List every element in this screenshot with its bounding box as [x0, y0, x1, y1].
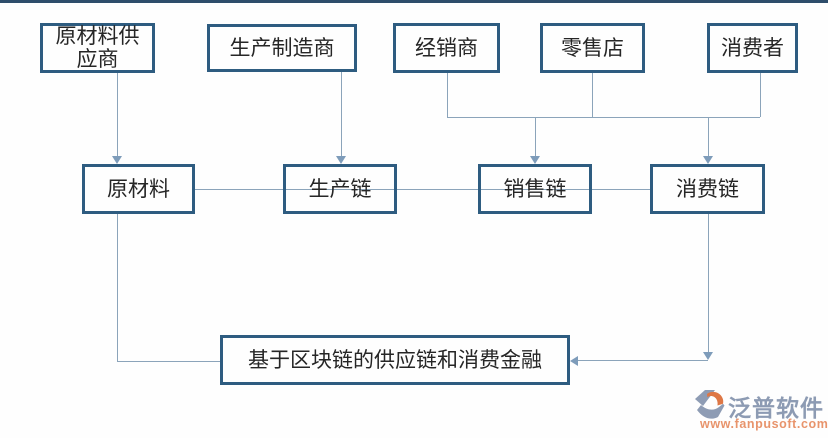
arrowhead-left-bottom-box — [570, 356, 578, 366]
arrowhead-down-sales — [530, 156, 540, 164]
fanpu-logo-icon — [695, 390, 725, 419]
connector-manufacturer-to-production — [341, 72, 342, 157]
node-raw-material: 原材料 — [82, 164, 195, 214]
node-raw-material-supplier: 原材料供应商 — [40, 23, 155, 73]
connector-consumption-down — [708, 214, 709, 353]
arrowhead-down-junction — [703, 352, 713, 360]
arrowhead-down-production — [336, 156, 346, 164]
arrowhead-down-consumption — [703, 156, 713, 164]
node-consumption-chain: 消费链 — [650, 164, 765, 214]
connector-left-into-bottom — [117, 361, 220, 362]
connector-bus-to-sales — [535, 117, 536, 157]
top-edge-line — [0, 0, 828, 3]
node-sales-chain: 销售链 — [478, 164, 592, 214]
connector-consumer-drop — [760, 73, 761, 117]
connector-distributor-drop — [447, 73, 448, 117]
connector-supplier-to-rawmaterial — [117, 73, 118, 157]
brand-logo: 泛普软件 www.fanpusoft.com — [692, 388, 828, 434]
connector-retailer-drop — [592, 73, 593, 117]
connector-chain-line — [195, 189, 650, 190]
connector-right-into-bottom — [577, 360, 708, 361]
connector-bus-line — [447, 117, 760, 118]
node-manufacturer: 生产制造商 — [207, 24, 357, 72]
brand-name: 泛普软件 — [728, 396, 824, 421]
node-consumer: 消费者 — [707, 23, 798, 73]
connector-rawmaterial-down — [117, 214, 118, 361]
node-retailer: 零售店 — [540, 23, 645, 73]
node-distributor: 经销商 — [393, 23, 500, 73]
node-production-chain: 生产链 — [283, 164, 397, 214]
arrowhead-down-rawmaterial — [112, 156, 122, 164]
node-blockchain-finance: 基于区块链的供应链和消费金融 — [220, 335, 570, 385]
brand-url: www.fanpusoft.com — [700, 417, 828, 431]
connector-bus-to-consumption — [708, 117, 709, 157]
